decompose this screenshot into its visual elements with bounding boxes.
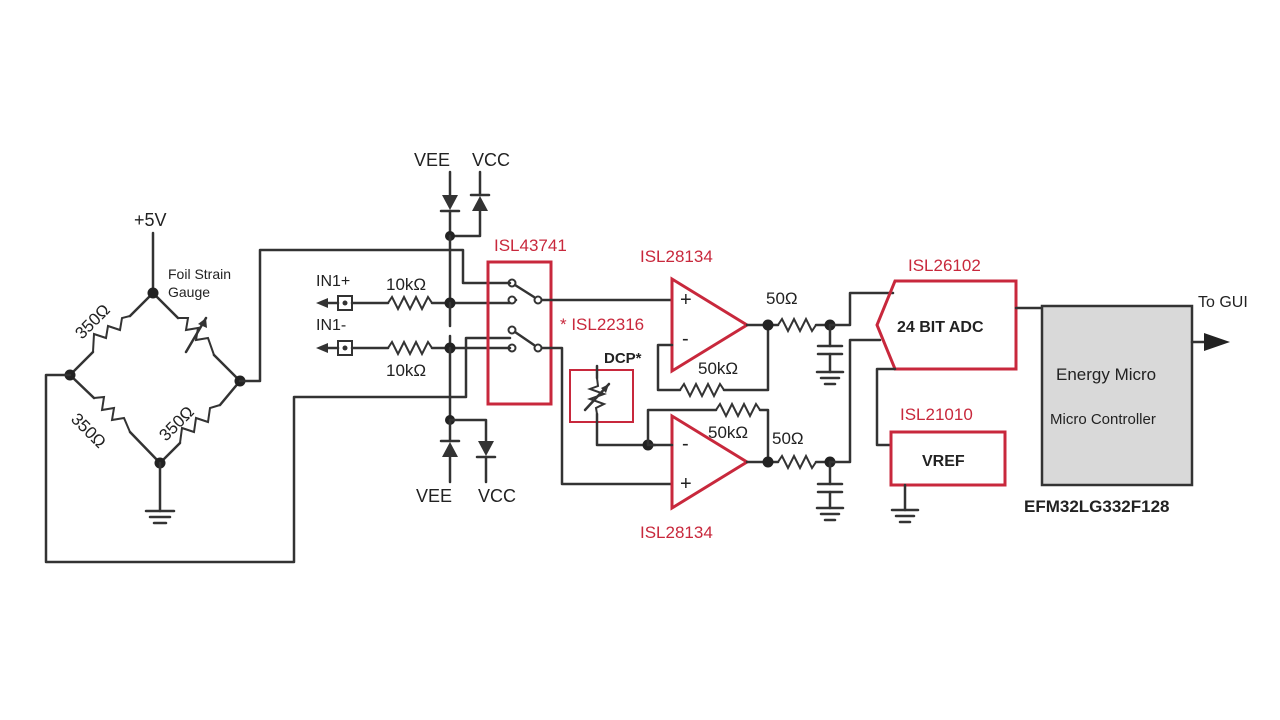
in1-plus-arrow-icon xyxy=(316,298,328,308)
mcu-part-label: EFM32LG332F128 xyxy=(1024,497,1170,516)
resistor-bottom-left xyxy=(93,395,131,433)
amp-bottom-plus: + xyxy=(680,473,692,495)
wire-bridge-left-to-in-minus xyxy=(44,336,512,564)
amp-bottom-body xyxy=(670,413,750,511)
amp-top-part-label: ISL28134 xyxy=(640,247,713,266)
mcu-line2: Micro Controller xyxy=(1050,411,1156,428)
vee-top-label: VEE xyxy=(414,150,450,170)
switch-ic: ISL43741 xyxy=(486,236,674,486)
mcu-line1: Energy Micro xyxy=(1056,365,1156,384)
ground-icon xyxy=(815,370,845,386)
variable-arrowhead-icon xyxy=(198,318,207,328)
resistor-50-bottom-label: 50Ω xyxy=(772,429,804,448)
in1-plus-label: IN1+ xyxy=(316,273,350,290)
resistor-50k-top-label: 50kΩ xyxy=(698,359,738,378)
gauge-label-2: Gauge xyxy=(168,284,210,300)
switch-body xyxy=(486,260,553,406)
diode-top-join xyxy=(448,209,482,238)
in1-minus-arrow-icon xyxy=(316,343,328,353)
amp-bottom-minus: - xyxy=(682,433,689,455)
bridge-node-top xyxy=(147,287,159,299)
diode-vcc-top-icon xyxy=(472,196,488,211)
dcp-section: * ISL22316 DCP* xyxy=(560,315,657,447)
adc-vref-wire xyxy=(875,367,897,447)
bridge-wire xyxy=(68,373,96,400)
mcu-output-label: To GUI xyxy=(1198,294,1248,311)
amp-top-body xyxy=(670,276,750,374)
resistor-bottom-right xyxy=(179,404,221,444)
resistor-50-top-label: 50Ω xyxy=(766,289,798,308)
mcu: Energy Micro Micro Controller EFM32LG332… xyxy=(1024,294,1248,516)
ground-icon xyxy=(890,508,920,524)
strain-gauge-resistor xyxy=(178,317,215,356)
diode-vcc-bottom-icon xyxy=(478,441,494,456)
vref-body xyxy=(889,430,1007,487)
diode-vee-bottom-icon xyxy=(442,442,458,457)
amp-top-fb-wire xyxy=(656,343,682,392)
ground-icon xyxy=(144,509,176,525)
wire-bridge-right-to-in-plus xyxy=(238,248,512,383)
resistor-top-left-label: 350Ω xyxy=(71,300,113,342)
amp-top: ISL28134 + - 50kΩ 50Ω xyxy=(640,247,895,399)
bridge-wire xyxy=(151,291,180,320)
amp-top-minus: - xyxy=(682,328,689,350)
adc: ISL26102 24 BIT ADC xyxy=(875,256,1044,447)
bridge-wire xyxy=(128,430,162,465)
amp-top-to-adc xyxy=(828,291,895,327)
resistor-50k-top xyxy=(679,381,725,399)
amp-bottom-fb-wire xyxy=(646,408,718,447)
adc-body xyxy=(875,279,1018,371)
vcc-top-label: VCC xyxy=(472,150,510,170)
vref-part-label: ISL21010 xyxy=(900,405,973,424)
vee-bottom-label: VEE xyxy=(416,486,452,506)
protection-diodes: VEE VCC VEE VCC xyxy=(414,150,516,506)
switch-part-label: ISL43741 xyxy=(494,236,567,255)
amp-top-plus: + xyxy=(680,289,692,311)
amp-bottom-out-node xyxy=(762,456,774,468)
diode-bottom-join xyxy=(448,418,488,443)
adc-label: 24 BIT ADC xyxy=(897,319,984,336)
vref-label: VREF xyxy=(922,453,965,470)
switch-bottom-out xyxy=(540,346,674,486)
dcp-label: DCP* xyxy=(604,350,642,367)
resistor-top-left xyxy=(92,315,131,353)
amp-top-fb-wire-2 xyxy=(722,323,770,392)
output-arrow-icon xyxy=(1204,333,1230,351)
resistor-50k-bottom-label: 50kΩ xyxy=(708,423,748,442)
diode-vee-top-icon xyxy=(442,195,458,210)
amp-bottom-fb-wire-2 xyxy=(758,408,770,464)
resistor-bottom-right-label: 350Ω xyxy=(155,402,197,444)
wheatstone-bridge: +5V 350Ω Foil Strain Gauge 350Ω 350Ω xyxy=(64,210,246,525)
resistor-10k-bottom xyxy=(387,339,433,357)
dcp-body xyxy=(569,369,634,423)
amp-bottom-to-adc xyxy=(828,338,882,464)
supply-label: +5V xyxy=(134,210,167,230)
amp-top-out-node xyxy=(762,319,774,331)
resistor-10k-top xyxy=(387,294,433,312)
amp-bottom-part-label: ISL28134 xyxy=(640,523,713,542)
ground-icon xyxy=(815,506,845,522)
resistor-bottom-left-label: 350Ω xyxy=(67,409,109,451)
resistor-50k-bottom xyxy=(715,401,761,419)
adc-part-label: ISL26102 xyxy=(908,256,981,275)
dcp-part-label: * ISL22316 xyxy=(560,315,644,334)
input-section: IN1+ IN1- 10kΩ 10kΩ xyxy=(316,273,512,380)
resistor-50-bottom xyxy=(777,453,817,471)
amp-bottom: ISL28134 - + 50kΩ 50Ω xyxy=(640,338,882,542)
in1-minus-label: IN1- xyxy=(316,317,346,334)
bridge-wire xyxy=(212,353,242,383)
resistor-50-top xyxy=(777,316,817,334)
resistor-10k-bottom-label: 10kΩ xyxy=(386,361,426,380)
mcu-body xyxy=(1040,304,1194,487)
vref: ISL21010 VREF xyxy=(889,405,1007,524)
gauge-label-1: Foil Strain xyxy=(168,266,231,282)
dcp-wire xyxy=(595,412,657,447)
resistor-10k-top-label: 10kΩ xyxy=(386,275,426,294)
vcc-bottom-label: VCC xyxy=(478,486,516,506)
